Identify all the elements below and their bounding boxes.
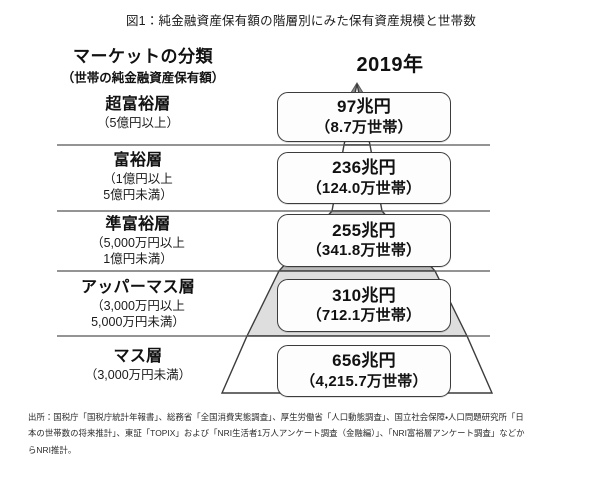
value-amount-4: 310兆円 [332, 285, 396, 305]
year-header: 2019年 [356, 54, 424, 76]
tier-name-1: 超富裕層 [105, 96, 171, 113]
value-amount-5: 656兆円 [332, 351, 396, 371]
tier-label-1: 超富裕層 （5億円以上） [24, 95, 252, 131]
tier-name-2: 富裕層 [113, 152, 163, 169]
tier-range-4-line1: （3,000万円以上 [91, 298, 185, 313]
tier-label-2: 富裕層 （1億円以上 5億円未満） [24, 151, 252, 203]
tier-range-5-line1: （3,000万円未満） [84, 367, 192, 382]
market-classification-header: マーケットの分類 （世帯の純金融資産保有額） [18, 46, 268, 86]
market-classification-title: マーケットの分類 [73, 47, 213, 66]
value-box-1: 97兆円 （8.7万世帯） [277, 92, 451, 142]
value-households-3: （341.8万世帯） [306, 242, 422, 260]
figure-title: 図1：純金融資産保有額の階層別にみた保有資産規模と世帯数 [125, 14, 477, 28]
value-box-4: 310兆円 （712.1万世帯） [277, 279, 451, 332]
tier-name-4: アッパーマス層 [80, 279, 196, 296]
value-households-4: （712.1万世帯） [306, 307, 422, 325]
tier-range-3-line1: （5,000万円以上 [91, 235, 185, 250]
source-note-line-3: らNRI推計。 [28, 444, 77, 455]
tier-name-5: マス層 [113, 348, 163, 365]
value-amount-3: 255兆円 [332, 220, 396, 240]
source-note-line-1: 出所：国税庁「国税庁統計年報書」、総務省「全国消費実態調査」、厚生労働省「人口動… [28, 412, 524, 422]
source-note-line-2: 本の世帯数の将来推計」、東証「TOPIX」および「NRI生活者1万人アンケート調… [28, 428, 525, 439]
market-classification-subtitle: （世帯の純金融資産保有額） [61, 71, 225, 86]
value-households-5: （4,215.7万世帯） [300, 372, 428, 390]
tier-range-2-line1: （1億円以上 [103, 171, 173, 186]
tier-label-5: マス層 （3,000万円未満） [24, 347, 252, 383]
tier-range-3-line2: 1億円未満） [103, 251, 173, 266]
value-amount-1: 97兆円 [336, 97, 392, 117]
value-households-2: （124.0万世帯） [306, 179, 422, 197]
tier-range-1: （5億円以上） [97, 115, 179, 130]
tier-range-2-line2: 5億円未満） [103, 187, 173, 202]
tier-name-3: 準富裕層 [105, 216, 171, 233]
tier-label-4: アッパーマス層 （3,000万円以上 5,000万円未満） [24, 278, 252, 330]
value-box-3: 255兆円 （341.8万世帯） [277, 214, 451, 267]
tier-range-4-line2: 5,000万円未満） [91, 314, 185, 329]
value-box-5: 656兆円 （4,215.7万世帯） [277, 345, 451, 397]
tier-label-3: 準富裕層 （5,000万円以上 1億円未満） [24, 215, 252, 267]
value-box-2: 236兆円 （124.0万世帯） [277, 152, 451, 204]
value-amount-2: 236兆円 [332, 158, 396, 178]
value-households-1: （8.7万世帯） [315, 118, 413, 136]
source-note: 出所：国税庁「国税庁統計年報書」、総務省「全国消費実態調査」、厚生労働省「人口動… [28, 409, 580, 458]
